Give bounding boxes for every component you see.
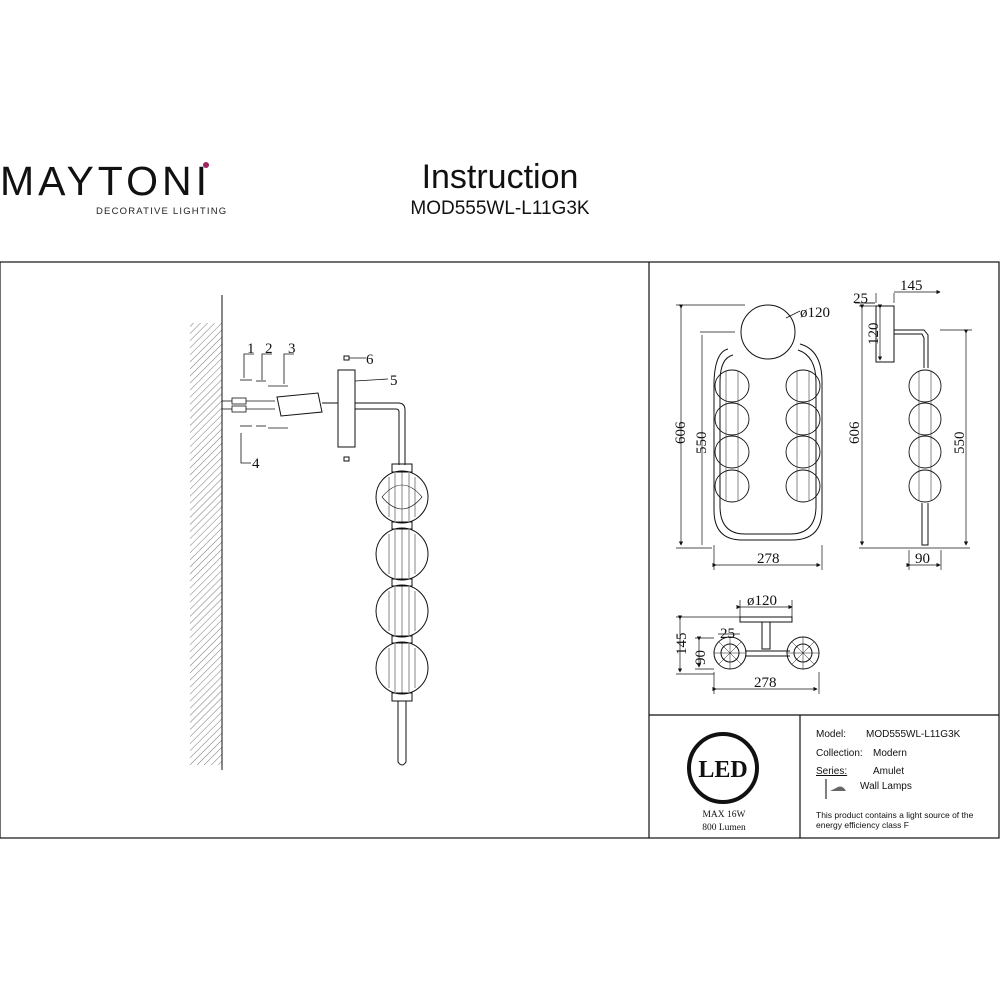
installation-diagram [190, 295, 429, 770]
document-model-code: MOD555WL-L11G3K [410, 198, 590, 219]
globe-2 [375, 527, 429, 581]
globe-1 [375, 470, 429, 524]
top-dim-depth: 145 [674, 633, 690, 656]
wall-lamp-icon [825, 779, 846, 799]
wall-anchors [222, 379, 288, 429]
callout-5: 5 [390, 373, 398, 389]
side-dim-plate-height: 120 [866, 323, 882, 346]
side-dim-shade-height: 550 [952, 432, 968, 455]
top-dim-diameter: ø120 [747, 593, 777, 609]
top-view [676, 600, 820, 694]
lumen-output: 800 Lumen [702, 823, 746, 833]
spec-type-value: Wall Lamps [860, 781, 912, 792]
front-dim-diameter: ø120 [800, 305, 830, 321]
callout-numbers: 1 2 3 4 5 6 [247, 341, 398, 472]
max-power: MAX 16W [702, 810, 745, 820]
side-view [855, 289, 972, 570]
sheet-frame [0, 261, 1000, 839]
callout-3: 3 [288, 341, 296, 357]
top-dim-shade: 90 [693, 650, 709, 665]
callout-4: 4 [252, 456, 260, 472]
front-dim-total-height: 606 [673, 421, 689, 444]
spec-model-label: Model: [816, 729, 847, 740]
wall-plate [337, 369, 356, 448]
spec-collection-label: Collection: [816, 748, 863, 759]
top-dim-width: 278 [754, 675, 777, 691]
callout-leaders [240, 353, 389, 464]
led-badge-text: LED [698, 757, 747, 783]
spec-series-label: Series: [816, 766, 848, 777]
brand-logo: MAYTONI DECORATIVE LIGHTING [0, 158, 230, 228]
spec-collection-value: Modern [873, 748, 907, 759]
brand-logo-dot [203, 162, 209, 168]
front-dim-width: 278 [757, 551, 780, 567]
front-left-globes [714, 369, 750, 503]
front-dims [676, 304, 823, 570]
callout-6: 6 [366, 352, 374, 368]
side-dim-total-height: 606 [847, 421, 863, 444]
driver-box [276, 392, 323, 417]
front-view [676, 304, 823, 570]
top-dims [676, 600, 820, 694]
spec-series-value: Amulet [873, 766, 905, 777]
side-dim-depth: 145 [900, 278, 923, 294]
side-dim-plate: 25 [853, 291, 868, 307]
callout-2: 2 [265, 341, 273, 357]
brand-tagline: DECORATIVE LIGHTING [96, 206, 228, 217]
front-right-globes [785, 369, 821, 503]
front-dim-labels: ø120 606 550 278 [673, 305, 830, 567]
globe-3 [375, 584, 429, 638]
spec-model-value: MOD555WL-L11G3K [866, 729, 961, 740]
top-right-globe [786, 636, 820, 670]
top-left-globe [713, 636, 747, 670]
globe-4 [375, 641, 429, 695]
callout-1: 1 [247, 341, 255, 357]
brand-name: MAYTONI [0, 158, 211, 204]
top-dim-plate: 25 [720, 626, 735, 642]
lamp-arm [355, 402, 406, 465]
energy-note-line2: energy efficiency class F [816, 820, 909, 830]
front-dim-shade-height: 550 [694, 432, 710, 455]
wall-hatch [190, 323, 222, 765]
top-dim-labels: ø120 145 25 90 278 [674, 593, 777, 691]
globe-stack [375, 463, 429, 766]
side-dim-labels: 145 25 120 606 550 90 [847, 278, 968, 567]
led-badge: LED [687, 732, 759, 804]
side-dim-shade-width: 90 [915, 551, 930, 567]
document-title: Instruction [421, 158, 579, 196]
side-dims [855, 289, 972, 570]
energy-note-line1: This product contains a light source of … [816, 810, 974, 820]
